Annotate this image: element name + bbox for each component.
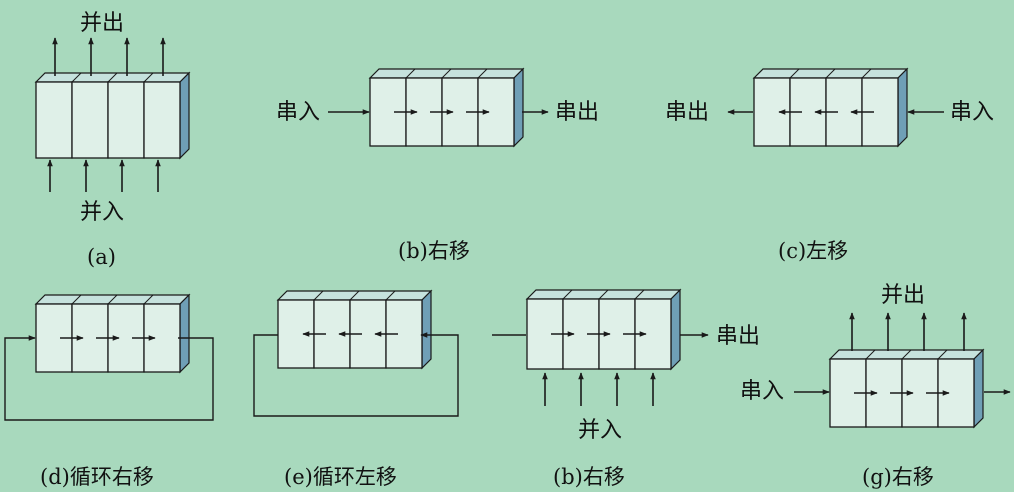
feedback-loop <box>4 335 214 421</box>
register-top-divider <box>385 290 396 301</box>
caption-c: (c)左移 <box>778 239 848 263</box>
register-side-face <box>179 293 190 374</box>
register-top-divider <box>349 290 360 301</box>
register-top-divider <box>107 72 118 83</box>
register-d <box>34 293 191 374</box>
register-top-divider <box>441 68 452 79</box>
serial-in-label: 串入 <box>950 100 994 125</box>
caption-e: (e)循环左移 <box>284 465 397 489</box>
parallel-in-label: 并入 <box>578 418 622 443</box>
register-f <box>525 288 682 371</box>
caption-d: (d)循环右移 <box>40 465 154 489</box>
register-top-divider <box>405 68 416 79</box>
panel-e: (e)循环左移 <box>253 289 459 489</box>
parallel-in-arrows <box>47 159 161 192</box>
register-cell <box>35 81 73 159</box>
panel-d: (d)循环右移 <box>4 293 214 489</box>
feedback-loop <box>253 332 459 417</box>
register-a <box>34 71 191 160</box>
parallel-in-label: 并入 <box>80 200 124 225</box>
serial-out-label: 串出 <box>555 100 599 125</box>
register-g <box>828 348 985 429</box>
register-top-divider <box>789 68 800 79</box>
panel-a: 并出 并入 (a) <box>34 11 191 269</box>
register-side-face <box>421 289 432 370</box>
register-top-divider <box>901 349 912 360</box>
register-c <box>752 67 909 148</box>
register-side-face <box>973 348 984 429</box>
register-top-divider <box>313 290 324 301</box>
register-top-divider <box>143 72 154 83</box>
caption-g: (g)右移 <box>862 465 934 489</box>
register-b <box>368 67 525 148</box>
register-top-divider <box>937 349 948 360</box>
register-cell <box>71 81 109 159</box>
caption-a: (a) <box>87 245 116 269</box>
register-e <box>276 289 433 370</box>
register-top-divider <box>562 289 573 300</box>
register-top-divider <box>825 68 836 79</box>
register-top-divider <box>861 68 872 79</box>
register-top-divider <box>634 289 645 300</box>
register-side-face <box>513 67 524 148</box>
register-cell <box>143 81 181 159</box>
register-top-divider <box>865 349 876 360</box>
register-cell <box>634 298 672 370</box>
register-top-divider <box>107 294 118 305</box>
parallel-out-label: 并出 <box>80 11 124 36</box>
panel-c: 串出 串入 (c)左移 <box>665 67 994 263</box>
serial-out-label: 串出 <box>665 100 709 125</box>
register-top-divider <box>71 294 82 305</box>
register-cell <box>107 81 145 159</box>
panel-g: 并出 串入 (g)右移 <box>740 283 1011 489</box>
caption-f: (b)右移 <box>553 465 625 489</box>
register-top-divider <box>477 68 488 79</box>
register-top-divider <box>143 294 154 305</box>
register-side-face <box>179 71 190 160</box>
caption-b: (b)右移 <box>398 239 470 263</box>
parallel-out-label: 并出 <box>881 283 925 308</box>
serial-in-label: 串入 <box>740 379 784 404</box>
register-side-face <box>897 67 908 148</box>
parallel-out-arrows <box>849 312 967 351</box>
parallel-in-arrows <box>542 372 656 406</box>
register-top-divider <box>598 289 609 300</box>
parallel-out-arrows <box>52 37 166 76</box>
register-side-face <box>670 288 681 371</box>
register-top-divider <box>71 72 82 83</box>
serial-in-label: 串入 <box>276 100 320 125</box>
panel-f: 串出 并入 (b)右移 <box>492 288 760 489</box>
serial-out-label: 串出 <box>716 324 760 349</box>
panel-b: 串入 串出 (b)右移 <box>276 67 599 263</box>
